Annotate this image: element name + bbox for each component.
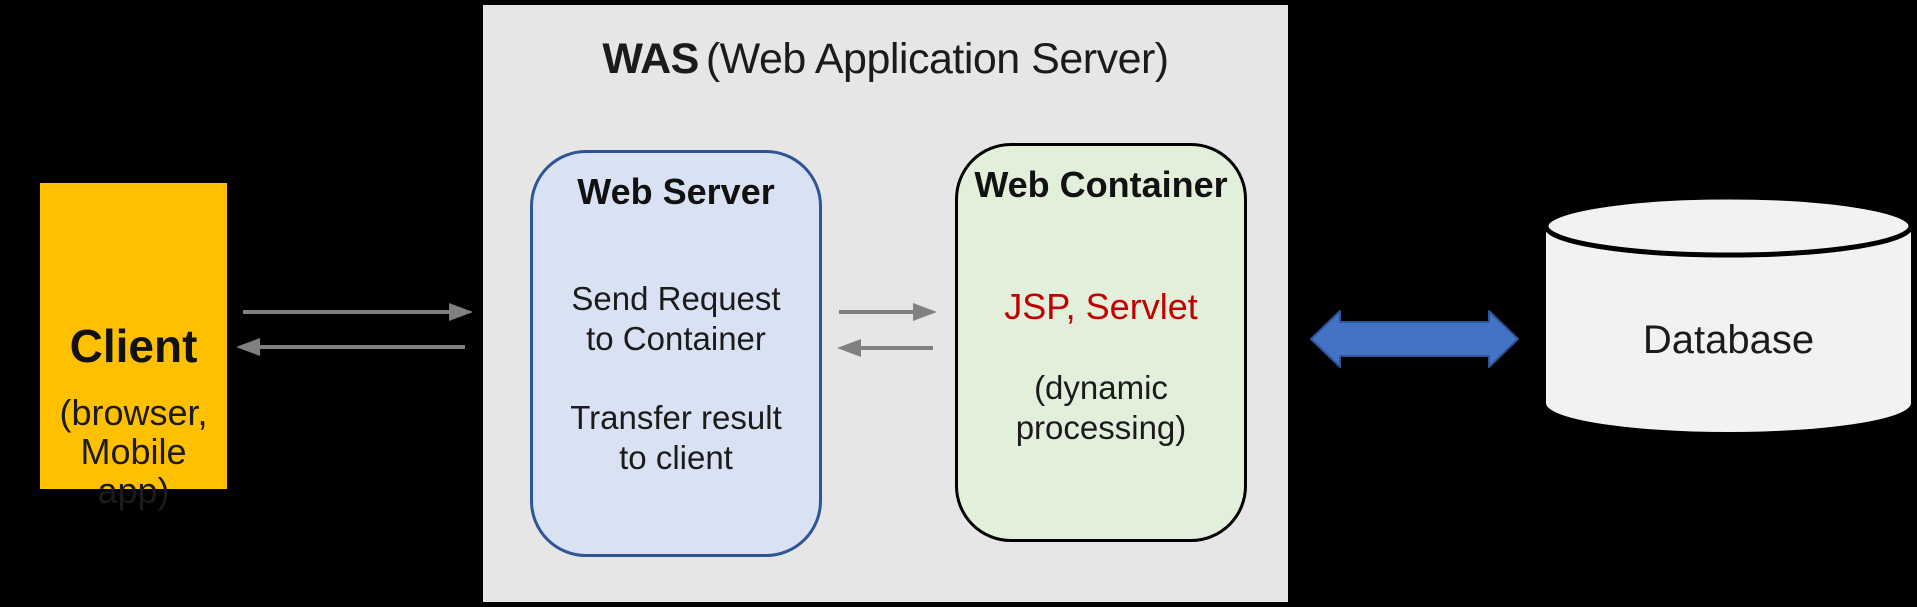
web-server-request-line2: to Container: [586, 320, 766, 357]
database-cylinder: Database: [1542, 194, 1915, 437]
database-cylinder-shape: [1543, 194, 1914, 432]
web-server-transfer-line2: to client: [619, 439, 733, 476]
was-database-double-arrow: [1310, 310, 1519, 368]
client-subtitle: (browser, Mobile app): [40, 393, 227, 510]
web-container-note-line2: processing): [1015, 409, 1187, 446]
was-title-rest: (Web Application Server): [705, 35, 1169, 83]
client-to-was-arrow: [243, 303, 473, 321]
client-box: Client (browser, Mobile app): [40, 183, 227, 510]
database-label: Database: [1642, 318, 1815, 362]
web-server-text-request: Send Request to Container: [533, 279, 819, 359]
web-container-note: (dynamic processing): [958, 368, 1244, 448]
web-server-request-line1: Send Request: [571, 280, 781, 317]
client-subtitle-line2: Mobile app): [80, 431, 187, 511]
web-server-transfer-line1: Transfer result: [570, 399, 782, 436]
web-container-tech-label: JSP, Servlet: [1004, 286, 1198, 327]
web-server-title: Web Server: [577, 171, 775, 212]
client-subtitle-line1: (browser,: [59, 392, 208, 433]
web-server-box: Web Server Send Request to Container Tra…: [530, 150, 822, 557]
web-server-text-transfer: Transfer result to client: [533, 398, 819, 478]
was-title: WAS(Web Application Server): [483, 35, 1288, 84]
was-to-client-arrow: [236, 338, 465, 356]
web-container-box: Web Container JSP, Servlet (dynamic proc…: [955, 143, 1247, 542]
web-container-note-line1: (dynamic: [1034, 369, 1168, 406]
client-title: Client: [69, 320, 198, 372]
web-container-title: Web Container: [974, 164, 1228, 205]
was-title-acronym: WAS: [602, 35, 699, 83]
